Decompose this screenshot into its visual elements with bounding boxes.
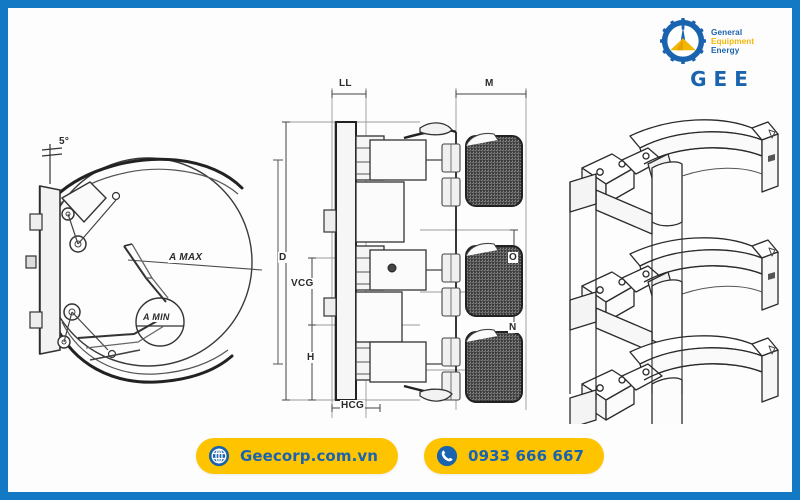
phone-icon [436,445,458,467]
brand-logo: General Equipment Energy GEE [660,16,778,92]
dim-label-ll: LL [338,78,353,89]
paper-roll-clamp-front-view: LL M D VCG H HCG O N [270,70,570,418]
dim-label-d-front: D [278,252,288,263]
page-canvas: General Equipment Energy GEE [8,8,792,492]
dim-label-m: M [484,78,495,89]
brand-wordmark: GEE [690,67,755,91]
dim-label-a-max: A MAX [168,252,204,263]
paper-roll-clamp-side-view: 5° A MAX A MIN [16,126,288,398]
dim-label-hcg: HCG [340,400,366,411]
phone-button[interactable]: 0933 666 667 [424,438,605,474]
tagline-line-1: General [711,27,743,37]
gee-gear-tower-logo-icon [660,18,706,64]
dim-label-angle: 5° [58,136,71,147]
globe-icon [208,445,230,467]
website-label: Geecorp.com.vn [239,447,379,465]
dim-label-o: O [508,252,519,263]
paper-roll-clamp-3d-view [556,94,792,433]
contact-bar: Geecorp.com.vn 0933 666 667 [8,438,792,474]
dim-label-a-min: A MIN [142,312,171,322]
dim-label-n: N [508,322,518,333]
tagline-line-3: Energy [711,46,740,56]
dim-label-vcg: VCG [290,278,315,289]
tagline-line-2: Equipment [711,36,755,46]
phone-label: 0933 666 667 [468,447,585,465]
website-button[interactable]: Geecorp.com.vn [195,438,399,474]
dim-label-h: H [306,352,316,363]
logo-tagline: General Equipment Energy [711,27,754,56]
